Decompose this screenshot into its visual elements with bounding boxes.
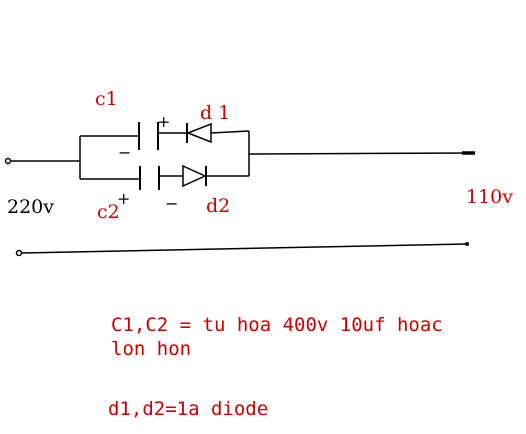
input-terminal-top [4, 157, 12, 165]
common-wire [20, 243, 467, 254]
d1-label: d 1 [200, 102, 230, 124]
capacitor-c1 [138, 122, 159, 150]
diode-note: d1,d2=1a diode [108, 398, 269, 420]
output-voltage-label: 110v [466, 186, 513, 208]
input-terminal-bottom [15, 249, 23, 257]
c2-label: c2 [97, 201, 120, 223]
output-wire-top [248, 152, 471, 155]
diode-d2 [182, 164, 207, 188]
capacitor-note-line-2: lon hon [111, 338, 192, 360]
c2-minus-sign: − [165, 194, 178, 213]
capacitor-note-line-1: C1,C2 = tu hoa 400v 10uf hoac [111, 314, 443, 336]
c1-label: c1 [95, 88, 118, 110]
c2-plus-sign: + [117, 189, 130, 208]
d2-label: d2 [206, 195, 230, 217]
input-voltage-label: 220v [7, 196, 54, 218]
top-branch-wire-right [210, 130, 250, 134]
c1-plus-sign: + [157, 112, 170, 131]
capacitor-c2 [139, 166, 160, 190]
diode-d1 [185, 122, 212, 144]
c1-minus-sign: − [118, 143, 131, 162]
output-terminal-bottom [465, 242, 469, 246]
